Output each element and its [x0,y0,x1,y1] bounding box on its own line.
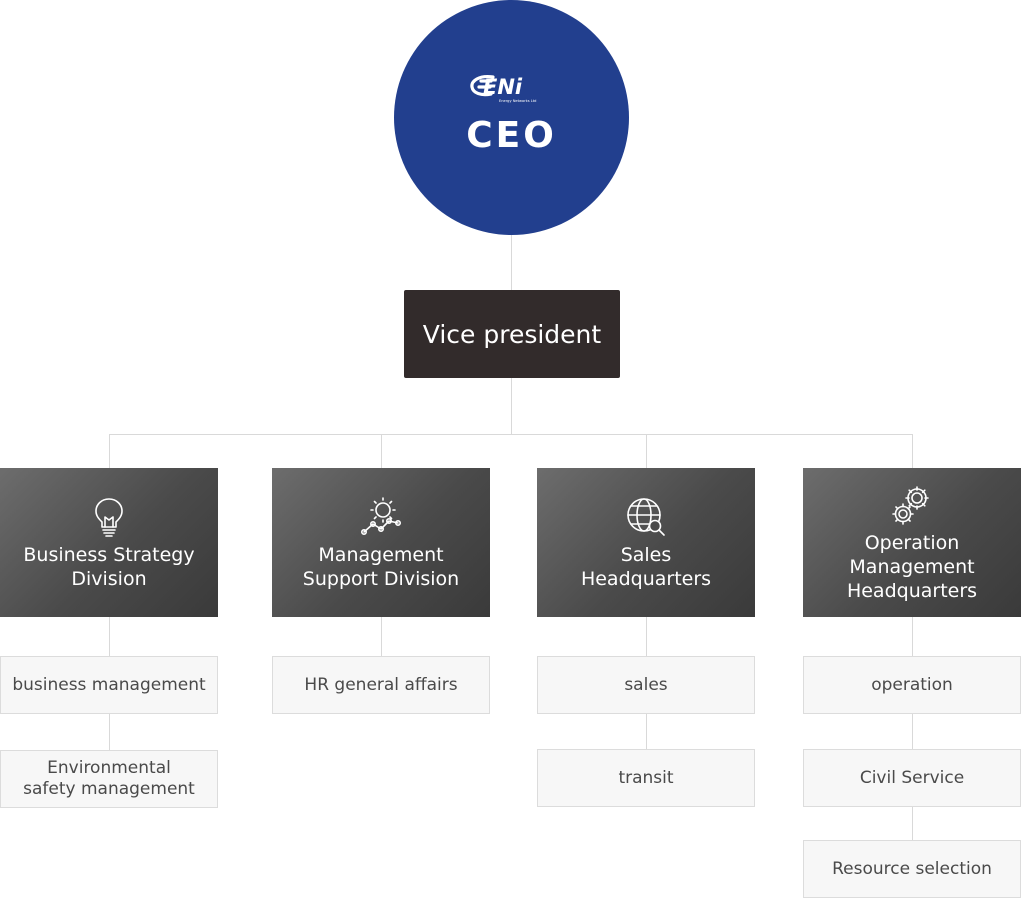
connector-bus-division-4 [912,434,913,468]
division-label: Sales Headquarters [580,543,712,590]
division-operation-management: Operation Management Headquarters [803,468,1021,617]
connector-division-4-team-3 [912,807,913,840]
logo-tagline: Energy Networks Ltd [499,99,536,103]
division-label: Business Strategy Division [23,543,195,590]
team-resource-selection: Resource selection [803,840,1021,898]
gears-icon [892,485,929,525]
team-environmental-safety: Environmental safety management [0,750,218,808]
logo-text: ENi [483,75,523,99]
connector-horizontal-bus [109,434,913,435]
ceo-node: ENi Energy Networks Ltd CEO [394,0,629,235]
vice-president-node: Vice president [404,290,620,378]
connector-bus-division-3 [646,434,647,468]
connector-vp-bus [511,378,512,434]
ceo-title: CEO [466,115,557,156]
connector-division-4-team-1 [912,617,913,656]
division-management-support: Management Support Division [272,468,490,617]
connector-division-1-team-1 [109,617,110,656]
globe-search-icon [627,497,665,536]
team-civil-service: Civil Service [803,749,1021,807]
connector-bus-division-1 [109,434,110,468]
connector-division-4-team-2 [912,714,913,749]
connector-division-3-team-2 [646,714,647,749]
team-business-management: business management [0,656,218,714]
vice-president-label: Vice president [422,319,602,349]
division-business-strategy: Business Strategy Division [0,468,218,617]
division-label: Management Support Division [302,543,460,590]
team-operation: operation [803,656,1021,714]
lightbulb-icon [95,497,123,537]
team-hr-general-affairs: HR general affairs [272,656,490,714]
division-sales-headquarters: Sales Headquarters [537,468,755,617]
connector-division-2-team-1 [381,617,382,656]
division-label: Operation Management Headquarters [846,531,978,602]
connector-division-3-team-1 [646,617,647,656]
connector-division-1-team-2 [109,714,110,750]
team-sales: sales [537,656,755,714]
connector-ceo-vp [511,235,512,290]
sun-chart-icon [360,496,401,535]
company-logo: ENi Energy Networks Ltd [469,75,536,103]
team-transit: transit [537,749,755,807]
connector-bus-division-2 [381,434,382,468]
